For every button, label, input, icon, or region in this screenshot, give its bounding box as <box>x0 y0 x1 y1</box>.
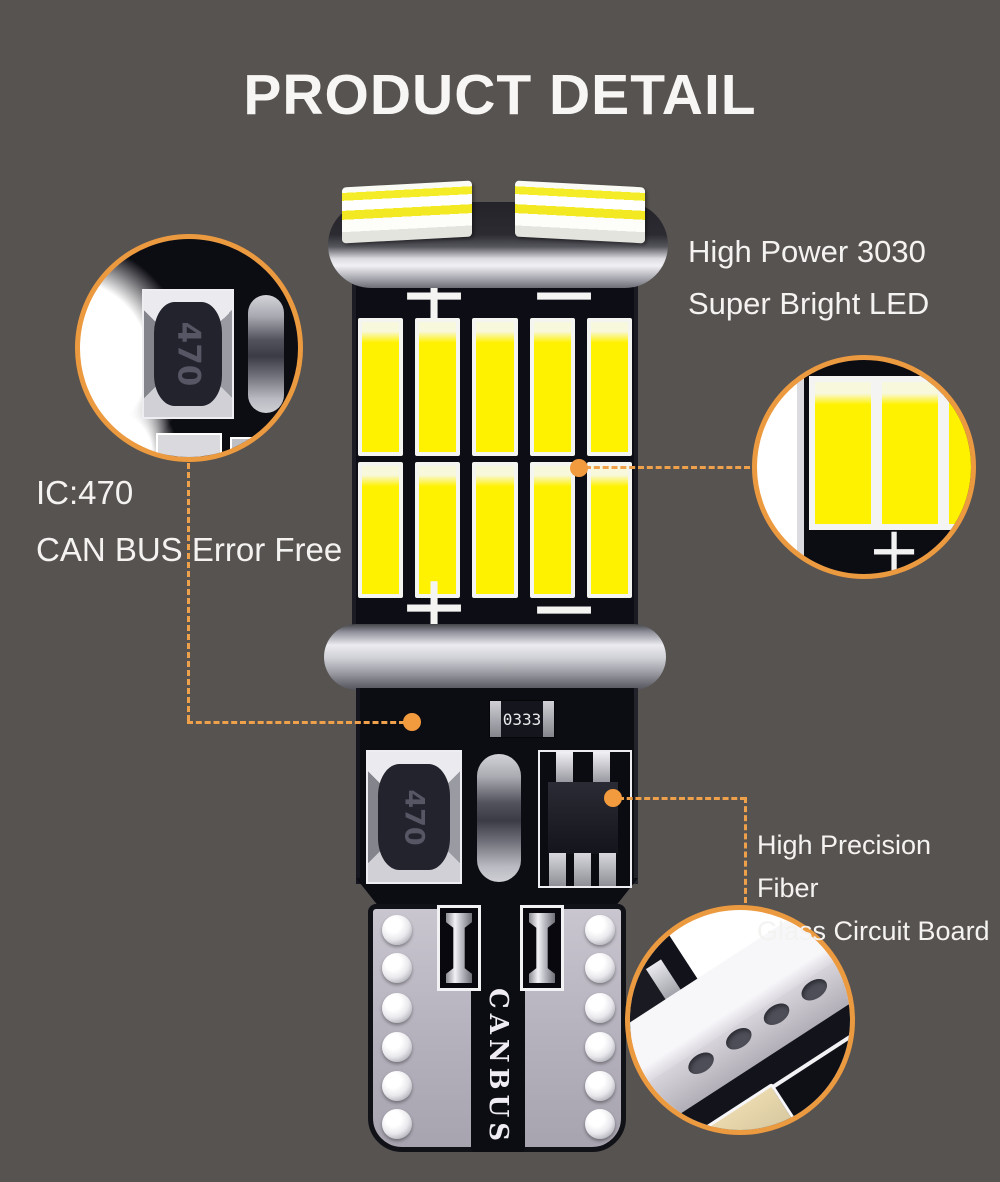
base-bump <box>585 1032 615 1062</box>
led-chip <box>472 462 518 598</box>
metal-collar <box>324 624 666 690</box>
led-chip <box>415 462 461 598</box>
base-bump <box>585 993 615 1023</box>
led-chip-zoom <box>809 376 877 530</box>
led-chip <box>586 318 632 456</box>
diode-capsule-zoom <box>248 295 284 413</box>
led-chip <box>529 462 575 598</box>
contact-metal <box>529 913 555 983</box>
annotation-line: Super Bright LED <box>688 286 930 321</box>
callout-anchor-dot <box>403 713 421 731</box>
base-bump <box>585 953 615 983</box>
top-led-stack-left <box>342 180 472 244</box>
callout-inductor-circle: 470 <box>75 234 303 462</box>
callout-connector-line <box>585 466 750 469</box>
base-bump <box>585 915 615 945</box>
base-bump <box>382 1032 412 1062</box>
diode-capsule <box>477 754 521 882</box>
inductor-470-zoom: 470 <box>142 289 234 419</box>
solder-pad <box>156 433 222 457</box>
top-led-stack-right <box>515 180 645 244</box>
ic-pin <box>574 853 591 886</box>
callout-connector-line <box>744 797 747 903</box>
annotation-board: High Precision Fiber Glass Circuit Board <box>757 824 1000 953</box>
ic-pin <box>599 853 616 886</box>
callout-anchor-dot <box>570 459 588 477</box>
inductor-label: 470 <box>170 321 206 387</box>
base-bump <box>585 1071 615 1101</box>
resistor-end-cap <box>543 701 554 737</box>
inductor-label: 470 <box>398 788 430 846</box>
callout-connector-line <box>618 797 746 800</box>
base-bump <box>382 1071 412 1101</box>
canbus-label: CANBUS <box>483 988 513 1147</box>
annotation-line: Glass Circuit Board <box>757 916 990 946</box>
led-chip <box>529 318 575 456</box>
ic-chip <box>538 750 632 888</box>
contact-metal <box>446 913 472 983</box>
ic-pin <box>593 752 610 783</box>
callout-connector-line <box>187 721 405 724</box>
resistor-end-cap <box>490 701 501 737</box>
led-chip-zoom <box>876 376 944 530</box>
base-bump <box>382 993 412 1023</box>
callout-anchor-dot <box>604 789 622 807</box>
base-bump <box>382 915 412 945</box>
base-bump <box>382 953 412 983</box>
base-bump <box>382 1109 412 1139</box>
callout-led-circle: + <box>752 355 976 579</box>
base-bump <box>585 1109 615 1139</box>
canbus-stripe: CANBUS <box>471 904 525 1152</box>
solder-pad <box>230 437 278 457</box>
led-grid-top <box>358 318 632 456</box>
inductor-470: 470 <box>366 750 462 884</box>
led-chip <box>358 318 404 456</box>
ic-pin <box>556 752 573 783</box>
smd-resistor-0333: 0333 <box>489 700 555 738</box>
base-contact-clip <box>437 905 481 991</box>
inductor-core: 470 <box>378 763 450 871</box>
page-title: PRODUCT DETAIL <box>243 63 757 127</box>
resistor-label: 0333 <box>501 701 543 737</box>
led-chip <box>586 462 632 598</box>
annotation-line: CAN BUS Error Free <box>36 531 343 568</box>
annotation-line: High Power 3030 <box>688 234 926 269</box>
led-chip-zoom <box>943 376 971 530</box>
annotation-canbus: IC:470 CAN BUS Error Free <box>36 464 342 578</box>
led-chip <box>472 318 518 456</box>
base-contact-clip <box>520 905 564 991</box>
callout-connector-line <box>187 463 190 721</box>
led-chip <box>358 462 404 598</box>
annotation-line: IC:470 <box>36 474 134 511</box>
ic-pin <box>549 853 566 886</box>
annotation-led: High Power 3030 Super Bright LED <box>688 226 929 330</box>
polarity-plus-zoom: + <box>867 514 921 579</box>
callout-board-circle: 195 <box>625 905 855 1135</box>
led-chip <box>415 318 461 456</box>
inductor-core: 470 <box>153 302 223 406</box>
led-grid-bottom <box>358 462 632 598</box>
annotation-line: High Precision Fiber <box>757 830 932 903</box>
